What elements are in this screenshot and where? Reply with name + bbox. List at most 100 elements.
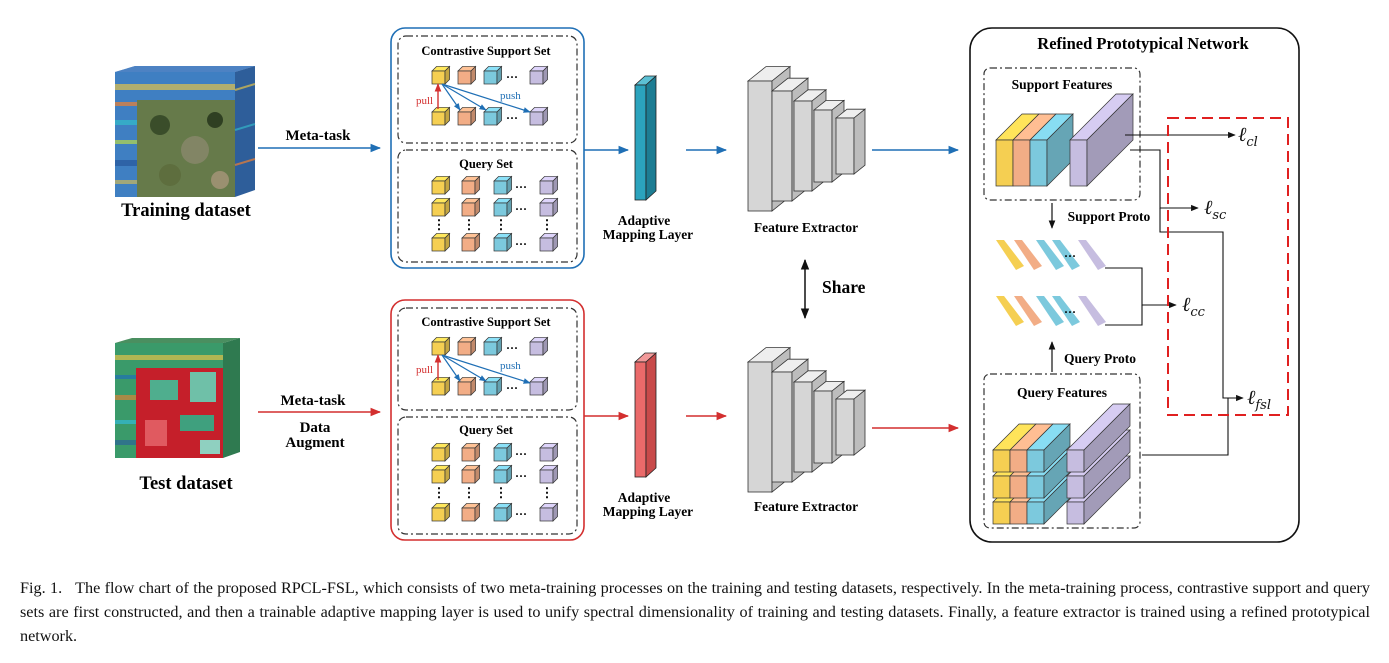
train-pull-push-arrows — [434, 83, 531, 113]
vol-query-seg-1-1-front — [1009, 475, 1028, 499]
test-feature-extractor — [746, 346, 867, 493]
test-sets-frame — [390, 299, 585, 541]
train-contrastive-label: Contrastive Support Set — [421, 44, 551, 58]
proto-query-bar-p — [1078, 296, 1106, 326]
test-query-ellipsis-2: ··· — [515, 507, 527, 521]
train-support-ellipsis-1: ··· — [506, 111, 518, 125]
proto-query-bar-2 — [1036, 296, 1064, 326]
vol-query-purple-1-side — [1083, 429, 1131, 499]
train-query-vdots-3: ⋮ — [541, 217, 554, 232]
vol-query-seg-0-2-side — [1043, 423, 1071, 473]
proto-support-ellipsis: ··· — [1064, 249, 1076, 263]
figure-caption: Fig. 1. The flow chart of the proposed R… — [20, 576, 1370, 648]
vol-query-purple-0-side — [1083, 403, 1131, 473]
proto-query-ellipsis: ··· — [1064, 305, 1076, 319]
train-support-cube-1-0 — [431, 106, 451, 126]
train-query-ellipsis-0: ··· — [515, 180, 527, 194]
loss-sc: ℓsc — [1204, 195, 1227, 223]
support-features-box — [983, 67, 1141, 201]
train-push-label: push — [500, 90, 521, 102]
query-features-box — [983, 373, 1141, 529]
vol-support-seg-0-1-front — [1012, 139, 1031, 187]
proto-support-bar-2 — [1036, 240, 1064, 270]
train-query-cube-2-3 — [539, 232, 559, 252]
data-augment-label-2: Augment — [285, 435, 344, 451]
caption-text: The flow chart of the proposed RPCL-FSL,… — [20, 579, 1370, 645]
support-feature-volume: ··· — [995, 93, 1134, 187]
vol-support-seg-0-0-front — [995, 139, 1014, 187]
test-fe-label: Feature Extractor — [754, 499, 858, 514]
test-push-label: push — [500, 360, 521, 372]
proto-support-bar-0 — [996, 240, 1024, 270]
test-support-cube-1-0 — [431, 376, 451, 396]
test-query-cube-1-0 — [431, 464, 451, 484]
train-query-ellipsis-2: ··· — [515, 237, 527, 251]
query-features-label: Query Features — [1017, 385, 1107, 400]
query-proto-label: Query Proto — [1064, 351, 1136, 366]
training-data-cube — [115, 66, 256, 197]
train-support-cube-0-p — [529, 65, 549, 85]
test-pull-push-arrows — [434, 354, 531, 384]
test-query-vdots-2: ⋮ — [495, 485, 508, 500]
train-aml-label-2: Mapping Layer — [603, 227, 693, 242]
test-adaptive-mapping-layer — [633, 352, 658, 478]
train-adaptive-mapping-layer — [633, 75, 658, 201]
vol-query-seg-0-1-front — [1009, 449, 1028, 473]
test-query-vdots-3: ⋮ — [541, 485, 554, 500]
sample-cubes: ···············⋮⋮⋮⋮···············⋮⋮⋮⋮ — [431, 65, 559, 522]
train-support-cube-1-2 — [483, 106, 503, 126]
vol-query-purple-2-side — [1083, 455, 1131, 525]
vol-query-seg-1-0-front — [992, 475, 1011, 499]
vol-support-purple-0-side — [1086, 93, 1134, 187]
proto-support-bar-1 — [1014, 240, 1042, 270]
test-aml-label-2: Mapping Layer — [603, 504, 693, 519]
train-contrastive-support-box — [397, 35, 578, 144]
fe-train-layer-3-front — [813, 109, 833, 183]
loss-cc: ℓcc — [1182, 292, 1206, 320]
train-query-vdots-2: ⋮ — [495, 217, 508, 232]
train-query-cube-2-1 — [461, 232, 481, 252]
test-query-cube-1-1 — [461, 464, 481, 484]
train-query-cube-0-0 — [431, 175, 451, 195]
test-dataset-label: Test dataset — [139, 474, 233, 494]
train-query-vdots-1: ⋮ — [463, 217, 476, 232]
training-dataset-label: Training dataset — [121, 201, 252, 221]
data-augment-label-1: Data — [300, 420, 331, 436]
query-feature-volume: ········· — [992, 403, 1131, 525]
proto-support-bar-3 — [1052, 240, 1080, 270]
test-support-cube-0-p — [529, 336, 549, 356]
train-query-cube-1-2 — [493, 197, 513, 217]
train-query-cube-2-0 — [431, 232, 451, 252]
train-support-cube-0-0 — [431, 65, 451, 85]
test-query-cube-2-0 — [431, 502, 451, 522]
support-proto-bars: ··· — [996, 240, 1106, 270]
test-query-ellipsis-0: ··· — [515, 447, 527, 461]
fe-train-layer-4-front — [835, 117, 855, 175]
train-query-cube-1-0 — [431, 197, 451, 217]
vol-query-seg-2-0-front — [992, 501, 1011, 525]
fe-test-layer-0-front — [747, 361, 773, 493]
test-data-cube — [115, 338, 240, 458]
train-feature-extractor — [746, 65, 867, 212]
vol-query-seg-2-1-front — [1009, 501, 1028, 525]
train-query-label: Query Set — [459, 157, 514, 171]
test-query-box — [397, 416, 578, 535]
proto-query-bar-3 — [1052, 296, 1080, 326]
fe-test-layer-4-front — [835, 398, 855, 456]
test-query-cube-2-2 — [493, 502, 513, 522]
train-support-cube-0-2 — [483, 65, 503, 85]
test-support-cube-0-1 — [457, 336, 477, 356]
train-metatask-label: Meta-task — [286, 128, 352, 144]
test-query-vdots-1: ⋮ — [463, 485, 476, 500]
training-sets-frame — [390, 27, 585, 269]
train-query-box — [397, 149, 578, 263]
loss-dashed-region — [1167, 117, 1289, 416]
train-query-cube-2-2 — [493, 232, 513, 252]
proto-query-bar-1 — [1014, 296, 1042, 326]
train-query-vdots-0: ⋮ — [433, 217, 446, 232]
fe-train-layer-0-front — [747, 80, 773, 212]
train-support-cube-1-p — [529, 106, 549, 126]
vol-query-purple-2-front — [1066, 501, 1085, 525]
test-pull-label: pull — [416, 364, 433, 376]
train-support-cube-0-1 — [457, 65, 477, 85]
